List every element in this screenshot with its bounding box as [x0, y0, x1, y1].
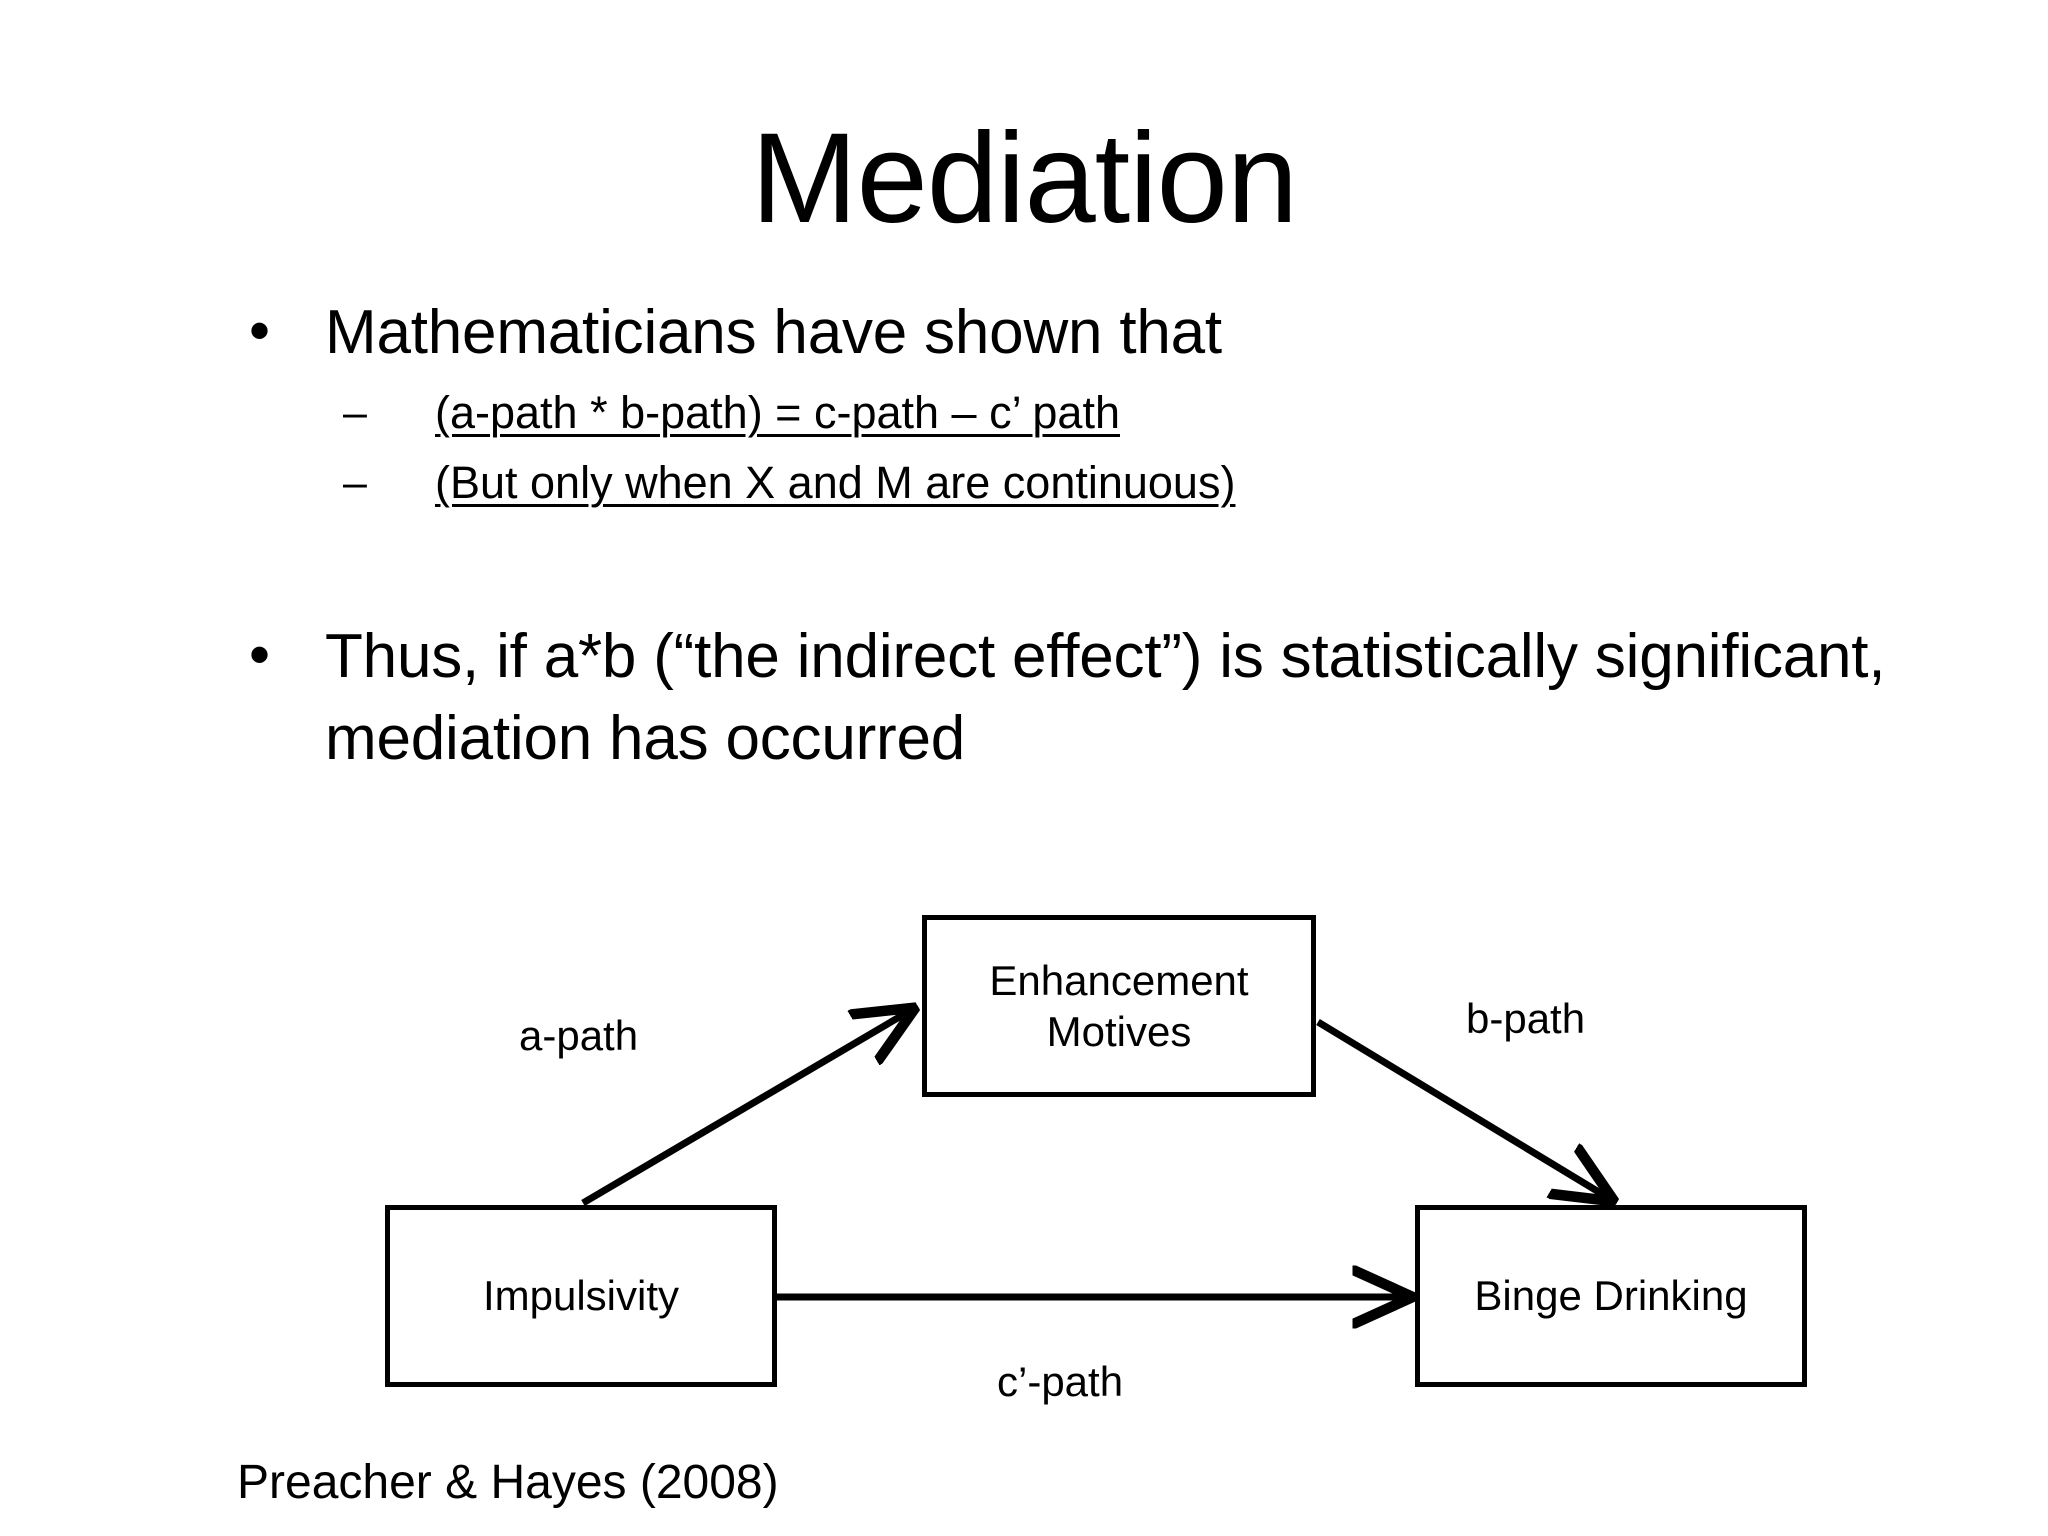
dash-marker-icon: –: [343, 459, 367, 507]
page-title: Mediation: [751, 107, 1298, 250]
list-item: – (a-path * b-path) = c-path – c’ path: [235, 380, 2025, 446]
paragraph-spacer: [235, 520, 2025, 616]
dash-marker-icon: –: [343, 389, 367, 437]
diagram-node-mediator-label-line1: Enhancement: [989, 956, 1249, 1004]
diagram-node-outcome-label: Binge Drinking: [1474, 1272, 1748, 1320]
bullet-text: (But only when X and M are continuous): [435, 457, 1236, 508]
diagram-node-predictor-label: Impulsivity: [482, 1272, 680, 1320]
diagram-node-mediator-label-line2: Motives: [1046, 1008, 1192, 1055]
list-item: • Mathematicians have shown that: [235, 292, 2025, 374]
bullet-text: Mathematicians have shown that: [325, 298, 1222, 367]
b-path-arrow: [1316, 1019, 1612, 1200]
list-item: – (But only when X and M are continuous): [235, 450, 2025, 516]
citation-text: Preacher & Hayes (2008): [237, 1456, 779, 1509]
c-prime-path-label: c’-path: [997, 1358, 1124, 1405]
a-path-label: a-path: [519, 1012, 639, 1059]
diagram-node-outcome: Binge Drinking: [1415, 1205, 1807, 1387]
diagram-node-predictor: Impulsivity: [385, 1205, 777, 1387]
bullet-list: • Mathematicians have shown that – (a-pa…: [235, 292, 2025, 786]
diagram-node-mediator: Enhancement Motives: [922, 915, 1316, 1097]
bullet-text: Thus, if a*b (“the indirect effect”) is …: [325, 622, 1886, 773]
bullet-marker-icon: •: [249, 297, 271, 364]
bullet-text: (a-path * b-path) = c-path – c’ path: [435, 387, 1120, 438]
b-path-label: b-path: [1466, 995, 1586, 1042]
bullet-marker-icon: •: [249, 621, 271, 688]
list-item: • Thus, if a*b (“the indirect effect”) i…: [235, 616, 2025, 780]
